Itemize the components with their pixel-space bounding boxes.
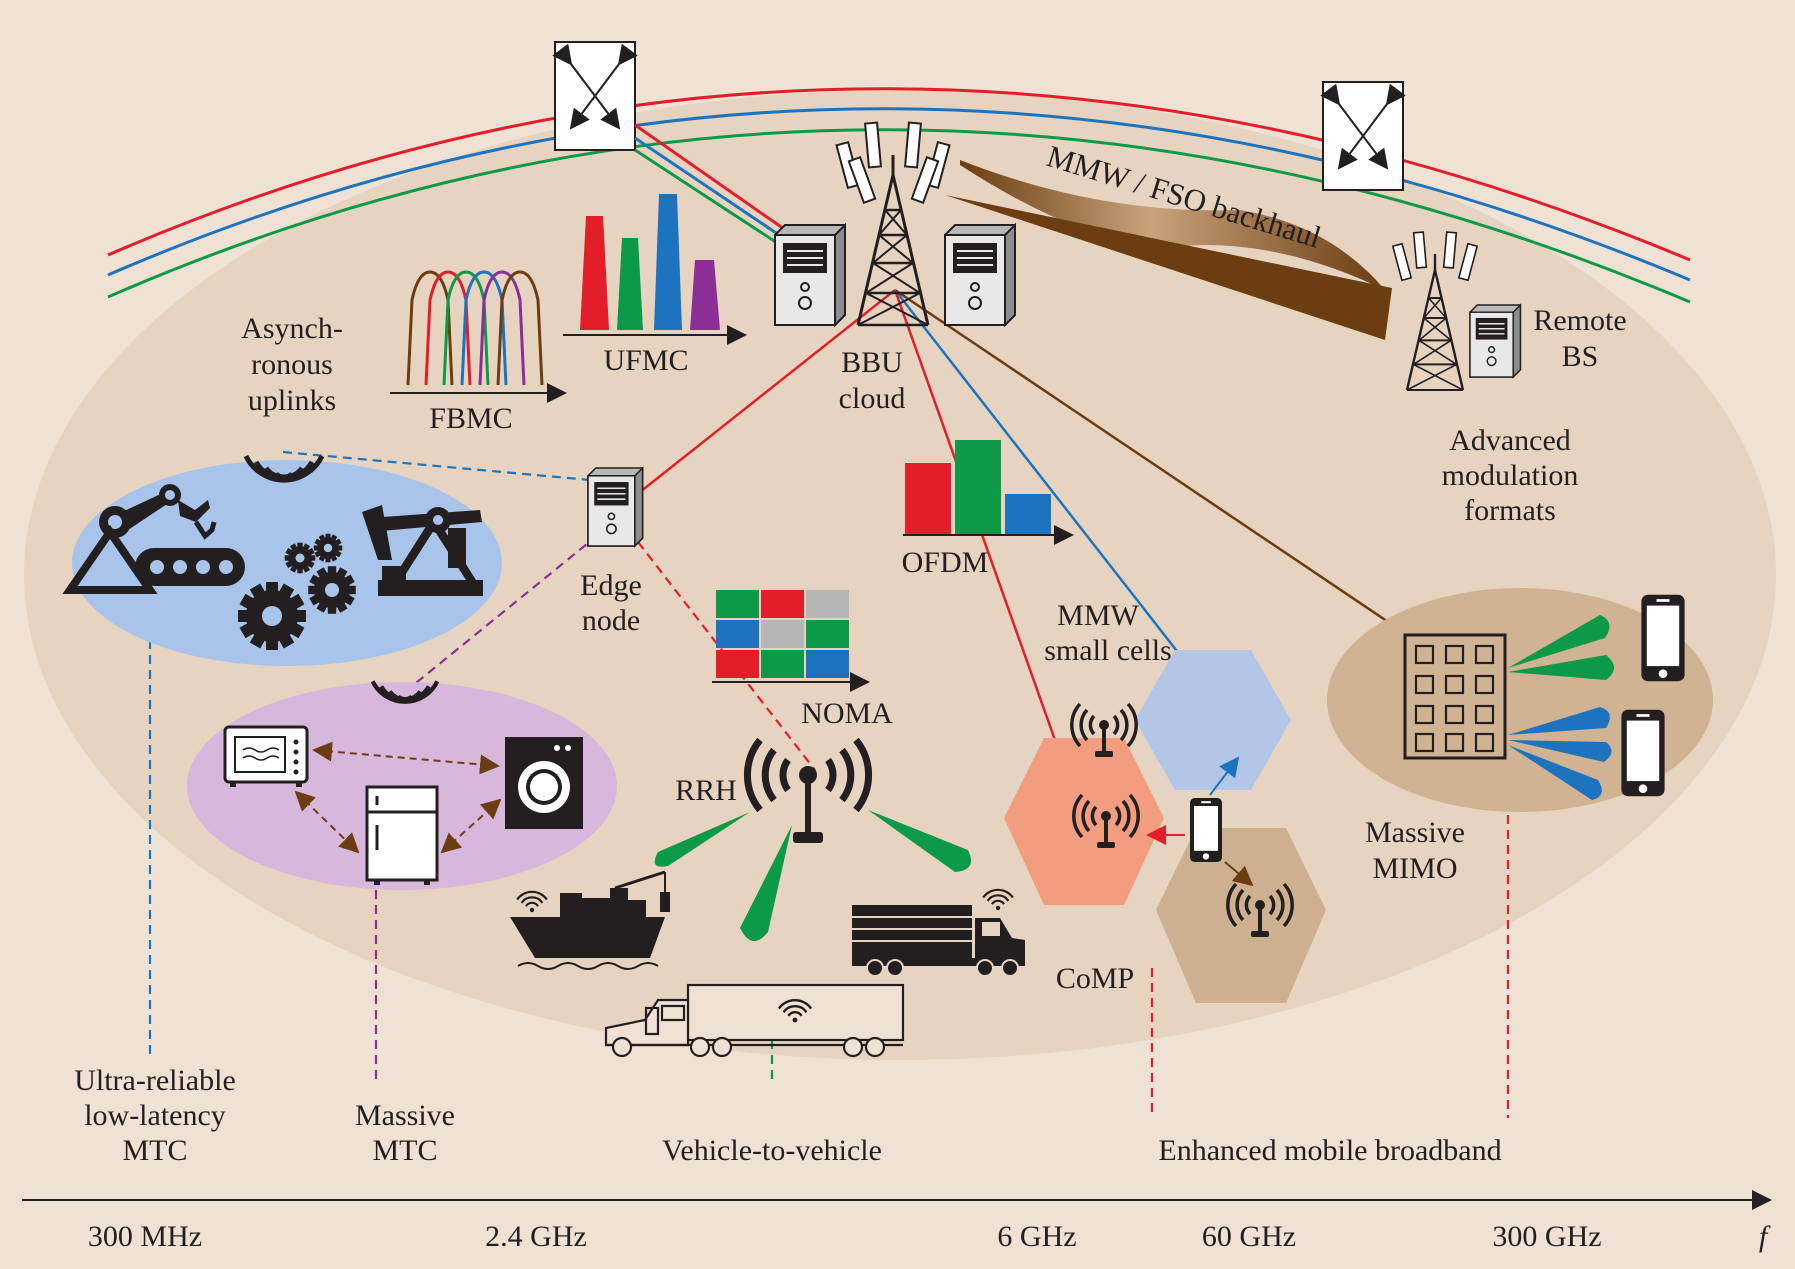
rrh-antenna-icon — [744, 737, 872, 843]
ofdm-label: OFDM — [902, 546, 989, 579]
backhaul-beams — [945, 160, 1392, 340]
comp-link-brown — [1224, 861, 1254, 887]
urllc-label-line2: low-latency — [84, 1099, 226, 1132]
axis-tick-label: 6 GHz — [997, 1220, 1076, 1253]
optical-backbone-rings — [107, 87, 1691, 304]
server-icon — [587, 467, 644, 547]
bbu-label-line2: cloud — [839, 382, 906, 415]
mimo-label-line1: Massive — [1365, 816, 1465, 849]
truck-icon — [852, 905, 1025, 977]
mmtc-label-line1: Massive — [355, 1099, 455, 1132]
mmtc-device-links — [294, 741, 502, 854]
axis-tick-label: 300 MHz — [88, 1220, 202, 1253]
phone-icon — [1621, 709, 1665, 797]
antenna-array-icon — [1403, 633, 1507, 760]
urllc-label-line3: MTC — [122, 1134, 187, 1167]
mimo-beams — [1508, 615, 1614, 800]
switch-icon — [1320, 81, 1406, 191]
hex-cell-blue — [1135, 650, 1291, 790]
server-icon — [944, 224, 1016, 326]
axis-variable-label: f — [1759, 1220, 1771, 1253]
edge-node-label-line2: node — [582, 604, 640, 637]
server-icon — [1469, 304, 1522, 378]
ship-icon — [510, 870, 670, 970]
microwave-icon — [223, 725, 309, 787]
mmtc-label-line2: MTC — [372, 1134, 437, 1167]
async-label-line1: Asynch- — [241, 312, 343, 345]
washing-machine-icon — [505, 737, 583, 829]
oil-pump-icon — [362, 505, 483, 596]
mimo-label-line2: MIMO — [1372, 852, 1457, 885]
fbmc-waveform — [390, 270, 567, 403]
adv-mod-label-line2: modulation — [1442, 459, 1579, 492]
ufmc-chart — [563, 194, 747, 345]
dashed-connections — [148, 450, 1510, 1118]
ofdm-chart — [903, 440, 1074, 545]
phone-icon — [1641, 594, 1685, 682]
v2v-label: Vehicle-to-vehicle — [662, 1134, 882, 1167]
remote-bs-label-line2: BS — [1562, 340, 1599, 373]
bbu-label-line1: BBU — [841, 346, 903, 379]
server-icon — [774, 224, 846, 326]
ufmc-label: UFMC — [603, 344, 688, 377]
noma-label: NOMA — [801, 697, 893, 730]
edge-node-label-line1: Edge — [580, 569, 642, 602]
remote-bs-label-line1: Remote — [1533, 304, 1626, 337]
axis-tick-label: 60 GHz — [1202, 1220, 1296, 1253]
async-label-line3: uplinks — [248, 384, 336, 417]
fbmc-label: FBMC — [429, 402, 512, 435]
mmw-label-line1: MMW — [1057, 599, 1139, 632]
adv-mod-label-line1: Advanced — [1449, 424, 1571, 457]
robot-arm-icon — [99, 484, 217, 540]
comp-link-blue — [1209, 756, 1240, 796]
phone-icon — [1190, 798, 1222, 862]
rrh-beams — [654, 810, 972, 942]
axis-tick-label: 2.4 GHz — [485, 1220, 587, 1253]
urllc-label-line1: Ultra-reliable — [74, 1064, 236, 1097]
rrh-label: RRH — [675, 774, 737, 807]
mmw-label-line2: small cells — [1044, 634, 1171, 667]
noma-grid — [712, 590, 870, 692]
adv-mod-label-line3: formats — [1464, 494, 1556, 527]
fridge-icon — [365, 785, 439, 885]
async-label-line2: ronous — [251, 348, 333, 381]
comp-label: CoMP — [1056, 962, 1134, 995]
switch-icon — [552, 41, 638, 151]
axis-tick-label: 300 GHz — [1492, 1220, 1601, 1253]
conveyor-icon — [62, 524, 245, 594]
embb-label: Enhanced mobile broadband — [1158, 1134, 1501, 1167]
